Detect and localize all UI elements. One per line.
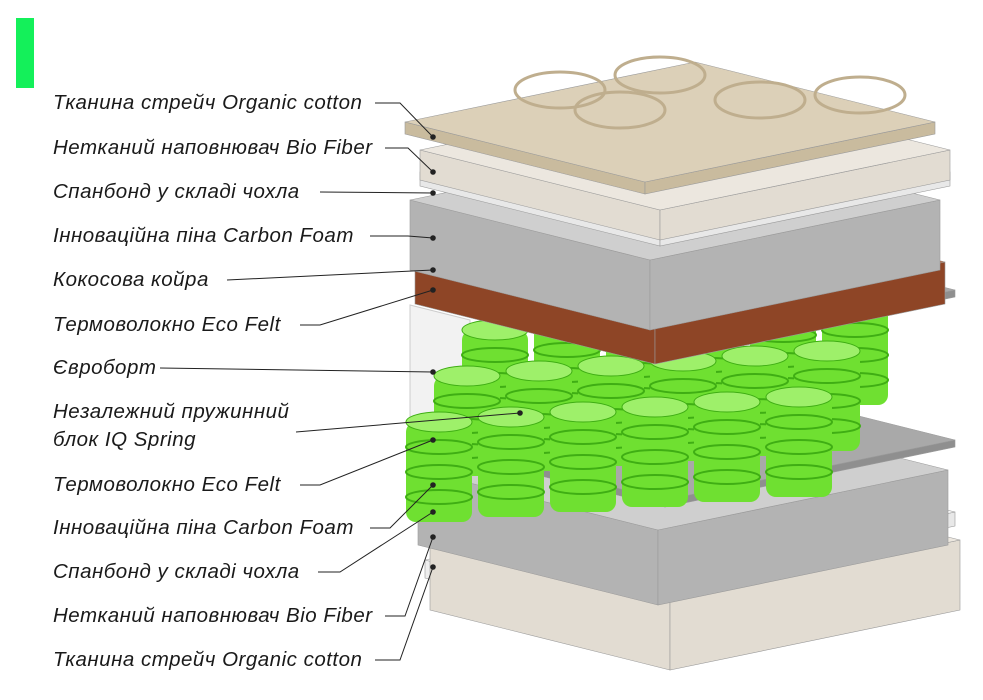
- spring-coil-top: [477, 406, 545, 428]
- spring-coil-ring: [649, 378, 717, 394]
- spring-coil-top: [793, 340, 861, 362]
- spring-coil-ring: [549, 454, 617, 470]
- label-bottom-cotton: Тканина стрейч Organic cotton: [53, 648, 363, 671]
- spring-coil-ring: [693, 444, 761, 460]
- spring-coil-top: [621, 396, 689, 418]
- spring-coil-body: [694, 402, 760, 502]
- spring-coil-ring: [793, 368, 861, 384]
- label-euroboard: Євроборт: [53, 356, 157, 379]
- spring-coil-ring: [505, 388, 573, 404]
- leader-dot: [430, 509, 436, 515]
- spring-coil-ring: [405, 439, 473, 455]
- leader-dot: [430, 134, 436, 140]
- label-top-eco-felt: Термоволокно Eco Felt: [53, 313, 281, 336]
- spring-coil-ring: [765, 439, 833, 455]
- spring-coil-ring: [693, 469, 761, 485]
- spring-coil-body: [478, 417, 544, 517]
- spring-coil-top: [693, 391, 761, 413]
- label-bottom-spunbond: Спанбонд у складі чохла: [53, 560, 300, 583]
- quilt-pattern: [813, 75, 907, 115]
- spring-coil-body: [766, 397, 832, 497]
- leader-line: [370, 484, 434, 529]
- accent-bar: [16, 18, 34, 88]
- spring-coil-body: [406, 422, 472, 522]
- spring-coil-body: [550, 412, 616, 512]
- spring-coil-top: [765, 386, 833, 408]
- spring-coil-body: [622, 407, 688, 507]
- spring-coil-ring: [765, 464, 833, 480]
- spring-coil-top: [549, 401, 617, 423]
- spring-coil-ring: [621, 474, 689, 490]
- leader-line: [159, 367, 434, 373]
- label-coir: Кокосова койра: [53, 268, 209, 291]
- label-top-carbon-foam: Інноваційна піна Carbon Foam: [53, 224, 354, 247]
- spring-coil-ring: [621, 424, 689, 440]
- spring-coil-ring: [461, 347, 529, 363]
- spring-coil-ring: [765, 414, 833, 430]
- leader-line: [318, 511, 434, 573]
- leader-line: [375, 102, 434, 138]
- label-top-spunbond: Спанбонд у складі чохла: [53, 180, 300, 203]
- spring-coil-ring: [821, 322, 889, 338]
- leader-dot: [430, 235, 436, 241]
- quilt-pattern: [713, 80, 807, 120]
- spring-coil-top: [721, 345, 789, 367]
- leader-dot: [517, 410, 523, 416]
- quilt-pattern: [613, 55, 707, 95]
- spring-coil-top: [405, 411, 473, 433]
- spring-coil-ring: [405, 464, 473, 480]
- quilt-pattern: [513, 70, 607, 110]
- leader-line: [375, 566, 434, 661]
- leader-dot: [430, 190, 436, 196]
- leader-dot: [430, 287, 436, 293]
- spring-coil-ring: [549, 479, 617, 495]
- label-top-cotton: Тканина стрейч Organic cotton: [53, 91, 363, 114]
- leader-line: [385, 536, 434, 617]
- label-bottom-eco-felt: Термоволокно Eco Felt: [53, 473, 281, 496]
- leader-dot: [430, 482, 436, 488]
- spring-coil-ring: [693, 419, 761, 435]
- label-bottom-carbon-foam: Інноваційна піна Carbon Foam: [53, 516, 354, 539]
- leader-dot: [430, 267, 436, 273]
- leader-line: [319, 191, 434, 194]
- leader-line: [370, 235, 434, 239]
- leader-dot: [430, 534, 436, 540]
- quilt-pattern: [573, 90, 667, 130]
- leader-dot: [430, 437, 436, 443]
- spring-coil-ring: [721, 373, 789, 389]
- leader-line: [300, 289, 434, 326]
- spring-coil-top: [433, 365, 501, 387]
- spring-coil-ring: [549, 429, 617, 445]
- leader-line: [295, 412, 521, 433]
- spring-coil-top: [505, 360, 573, 382]
- leader-line: [300, 439, 434, 486]
- label-spring-block: Незалежний пружинний блок IQ Spring: [53, 400, 290, 451]
- leader-dot: [430, 169, 436, 175]
- leader-dot: [430, 369, 436, 375]
- spring-coil-ring: [477, 484, 545, 500]
- spring-coil-ring: [577, 383, 645, 399]
- leader-dot: [430, 564, 436, 570]
- leader-line: [385, 147, 434, 173]
- spring-coil-ring: [405, 489, 473, 505]
- label-bottom-bio-fiber: Нетканий наповнювач Bio Fiber: [53, 604, 373, 627]
- spring-coil-ring: [477, 459, 545, 475]
- spring-coil-ring: [477, 434, 545, 450]
- label-top-bio-fiber: Нетканий наповнювач Bio Fiber: [53, 136, 373, 159]
- spring-coil-ring: [433, 393, 501, 409]
- leader-line: [226, 269, 434, 281]
- spring-coil-top: [577, 355, 645, 377]
- spring-coil-ring: [621, 449, 689, 465]
